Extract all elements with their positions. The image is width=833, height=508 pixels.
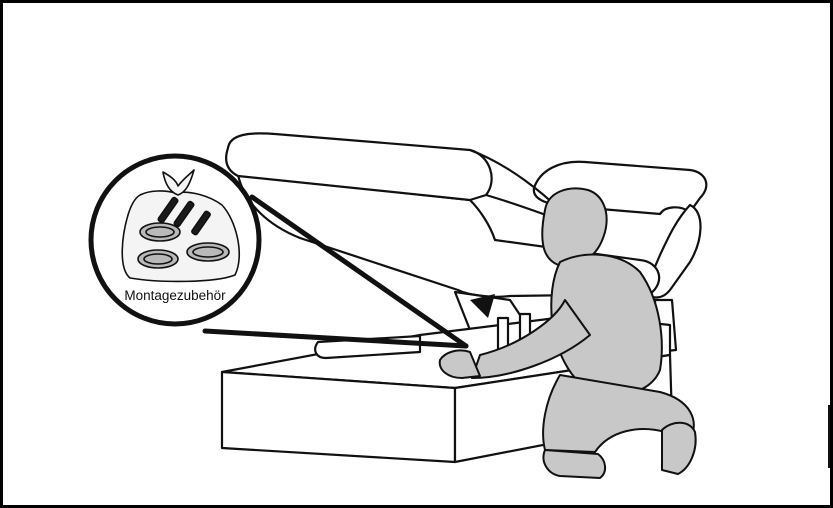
person-shoe-back xyxy=(661,421,697,475)
person-shoe-front xyxy=(542,449,606,479)
person-leg xyxy=(542,374,695,453)
callout-pointer-lines xyxy=(202,194,469,349)
hardware-bag-icon xyxy=(121,169,240,283)
person-arm xyxy=(471,299,591,379)
sofa-top-cushion xyxy=(225,132,493,202)
sofa xyxy=(220,132,708,464)
sofa-lifted-seat xyxy=(236,173,661,298)
callout-circle: Montagezubehör xyxy=(88,153,262,327)
sofa-base-front xyxy=(220,370,457,464)
person-hand xyxy=(438,349,481,379)
callout-label: Montagezubehör xyxy=(124,288,226,303)
person-figure xyxy=(438,187,697,479)
